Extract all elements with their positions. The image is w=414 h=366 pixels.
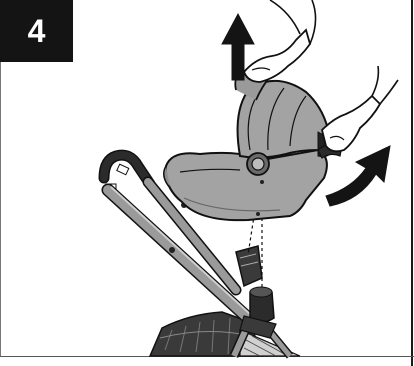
step-number: 4 <box>28 13 46 50</box>
infant-car-seat <box>164 150 327 220</box>
right-hand-on-release <box>322 66 398 151</box>
left-hand-on-handle <box>244 0 316 82</box>
step-number-badge: 4 <box>0 0 73 62</box>
